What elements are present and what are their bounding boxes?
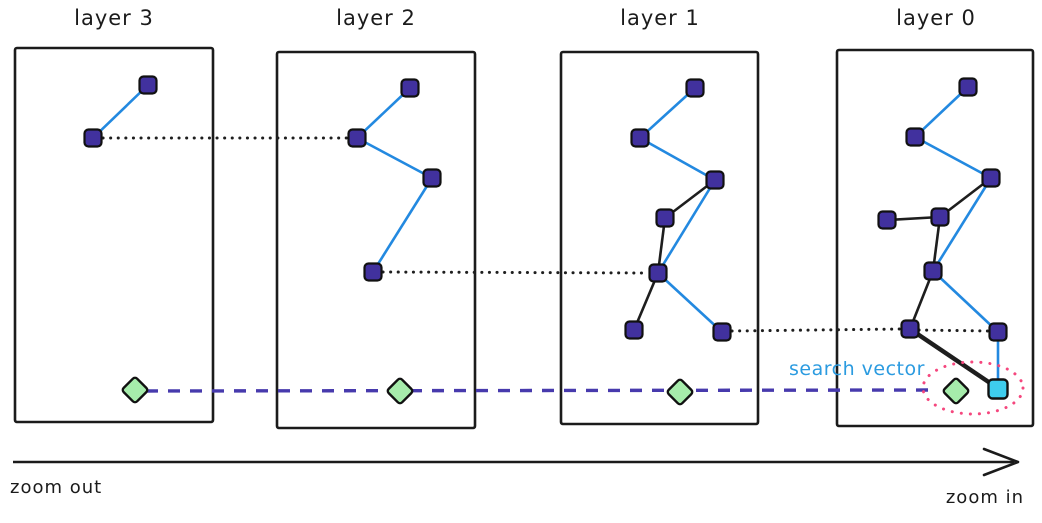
layer-1-label: layer 1 [620, 6, 700, 30]
layer-0-label: layer 0 [896, 6, 976, 30]
vector-node [363, 262, 383, 282]
vector-node [630, 128, 650, 148]
edge-dashed-purple [145, 388, 929, 393]
edge-blue [914, 135, 992, 180]
edge-blue [639, 87, 696, 139]
edge-blue [657, 272, 723, 333]
vector-node [905, 127, 925, 147]
edge-blue [639, 136, 716, 182]
search-result-highlight-ellipse [921, 360, 1025, 416]
vector-node [347, 128, 367, 148]
zoom-axis-arrowhead [982, 447, 1020, 477]
nearest-neighbor-node [987, 378, 1009, 400]
vector-node [988, 322, 1008, 342]
layer-2-label: layer 2 [336, 6, 416, 30]
vector-node [422, 168, 442, 188]
layer-0-box [835, 48, 1035, 428]
query-vector-diamond [942, 377, 970, 405]
vector-node [400, 78, 420, 98]
vector-node [705, 170, 725, 190]
zoom-out-label: zoom out [10, 477, 103, 498]
edge-blue [92, 84, 149, 139]
vector-node [655, 208, 675, 228]
edge-blue [356, 87, 411, 139]
edge-dotted [381, 270, 650, 275]
edge-blue [356, 136, 433, 180]
search-vector-label: search vector [789, 358, 925, 380]
vector-node [900, 319, 920, 339]
query-vector-diamond [666, 378, 694, 406]
edge-blue [914, 86, 969, 138]
layer-2-box [275, 50, 477, 430]
layer-3-label: layer 3 [74, 6, 154, 30]
vector-node [877, 210, 897, 230]
vector-node [981, 168, 1001, 188]
vector-node [930, 207, 950, 227]
layer-3-box [13, 46, 215, 424]
vector-node [648, 263, 668, 283]
edge-black-thick [908, 327, 998, 389]
layer-1-box [559, 50, 760, 426]
vector-node [83, 128, 103, 148]
vector-node [712, 322, 732, 342]
edge-blue [656, 179, 717, 274]
edge-dotted [730, 327, 902, 333]
vector-node [624, 320, 644, 340]
vector-node [685, 78, 705, 98]
query-vector-diamond [386, 377, 414, 405]
vector-node [923, 261, 943, 281]
edge-blue [931, 177, 993, 272]
edge-blue [932, 270, 999, 333]
zoom-in-label: zoom in [945, 487, 1024, 508]
vector-node [138, 75, 158, 95]
query-vector-diamond [121, 376, 149, 404]
edge-blue [371, 177, 434, 273]
vector-node [958, 77, 978, 97]
edge-black [908, 270, 935, 330]
